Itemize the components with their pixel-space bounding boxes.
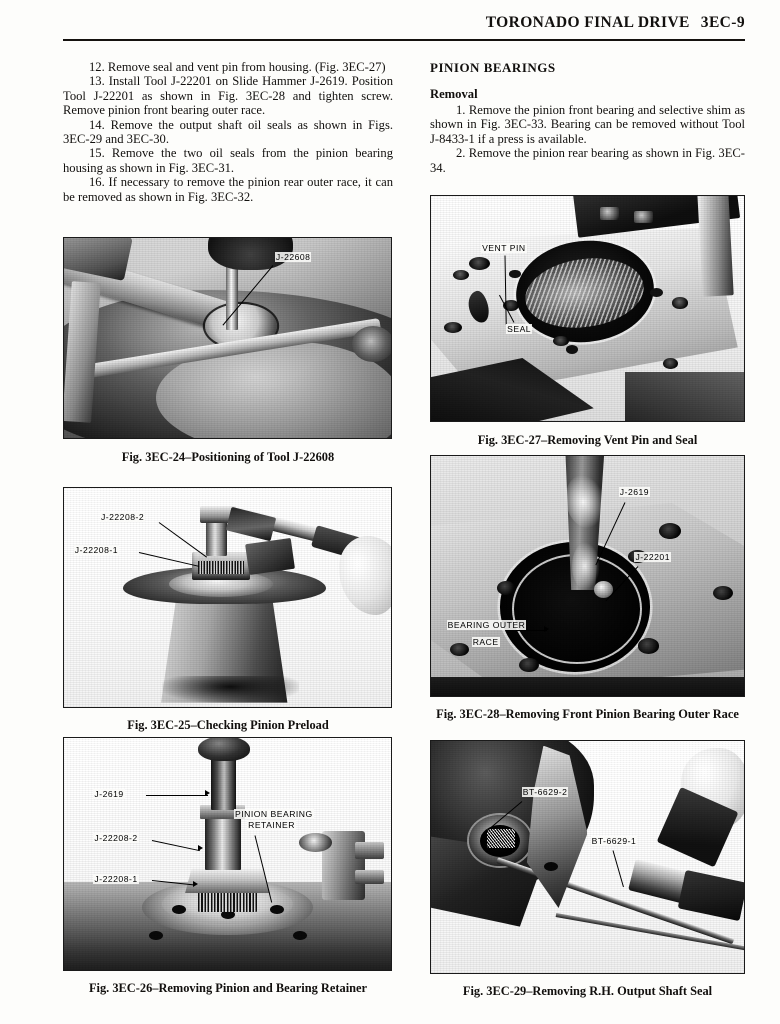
figure-3ec-27-caption: Fig. 3EC-27–Removing Vent Pin and Seal [477,433,698,447]
step-13: 13. Install Tool J-22201 on Slide Hammer… [63,74,393,118]
callout-j-22208-2: J-22208-2 [99,512,146,523]
callout-seal: SEAL [506,324,533,335]
photo-removing-rh-output-shaft-seal [431,741,744,973]
callout-j-2619: J-2619 [618,487,651,498]
page-title: TORONADO FINAL DRIVE 3EC-9 [486,14,745,32]
callout-vent-pin: VENT PIN [481,243,527,254]
callout-bearing-outer: BEARING OUTER [446,620,527,631]
figure-3ec-27-image: VENT PIN SEAL [430,195,745,422]
photo-positioning-tool [64,238,391,438]
leader-line-bearing-outer-race [515,630,547,631]
figure-3ec-25-image: J-22208-2 J-22208-1 [63,487,392,708]
page-header: TORONADO FINAL DRIVE 3EC-9 [63,14,745,44]
figure-3ec-24-image: J-22608 [63,237,392,439]
figure-3ec-25-caption: Fig. 3EC-25–Checking Pinion Preload [127,718,329,732]
figure-3ec-28-caption: Fig. 3EC-28–Removing Front Pinion Bearin… [436,707,739,721]
callout-j-22208-1: J-22208-1 [93,873,139,884]
figure-3ec-24: J-22608 Fig. 3EC-24–Positioning of Tool … [63,237,393,482]
removal-step-2: 2. Remove the pinion rear bearing as sho… [430,146,745,175]
photo-removing-vent-pin-and-seal [431,196,744,421]
callout-j-22208-1: J-22208-1 [73,544,119,555]
step-14: 14. Remove the output shaft oil seals as… [63,117,393,147]
callout-j-22208-2: J-22208-2 [93,833,139,844]
callout-j-2619: J-2619 [93,789,125,800]
figure-3ec-28: J-2619 J-22201 BEARING OUTER RACE Fig. 3… [430,455,745,723]
figure-3ec-28-image: J-2619 J-22201 BEARING OUTER RACE [430,455,745,697]
figure-3ec-25: J-22208-2 J-22208-1 Fig. 3EC-25–Checking… [63,487,393,735]
figure-3ec-26-caption: Fig. 3EC-26–Removing Pinion and Bearing … [88,981,368,995]
photo-removing-pinion-retainer [64,738,391,970]
photo-removing-front-pinion-bearing-outer-race [431,456,744,696]
callout-j-22201: J-22201 [634,552,671,562]
header-divider [63,39,745,42]
page-folio: 3EC-9 [700,14,745,31]
arrowhead-j-22208-1 [193,880,199,887]
figure-3ec-26-image: J-2619 J-22208-2 J-22208-1 PINION BEARIN… [63,737,392,971]
callout-retainer: RETAINER [247,820,296,831]
arrowhead-j-2619 [204,789,210,796]
figure-3ec-29-image: BT-6629-2 BT-6629-1 [430,740,745,974]
arrowhead-j-22208-2 [198,844,204,851]
figure-3ec-29: BT-6629-2 BT-6629-1 Fig. 3EC-29–Removing… [430,740,745,1002]
figure-3ec-29-caption: Fig. 3EC-29–Removing R.H. Output Shaft S… [462,984,713,998]
right-column-body: 1. Remove the pinion front bearing and s… [430,103,745,175]
left-column-body: 12. Remove seal and vent pin from housin… [63,60,393,204]
figure-3ec-27: VENT PIN SEAL Fig. 3EC-27–Removing Vent … [430,195,745,450]
callout-race: RACE [471,637,500,648]
leader-line-j-2619 [145,794,208,796]
section-heading-pinion-bearings: PINION BEARINGS [430,60,556,75]
callout-pinion-bearing: PINION BEARING [234,808,314,819]
callout-bt-6629-2: BT-6629-2 [521,787,569,798]
callout-j-22608: J-22608 [274,252,312,262]
left-column: 12. Remove seal and vent pin from housin… [63,60,393,204]
right-column: PINION BEARINGS Removal 1. Remove the pi… [430,60,745,175]
step-16: 16. If necessary to remove the pinion re… [63,175,393,204]
header-title-text: TORONADO FINAL DRIVE [485,14,690,31]
arrowhead-bearing-outer-race [543,626,549,633]
figure-3ec-24-caption: Fig. 3EC-24–Positioning of Tool J-22608 [121,450,335,464]
sub-heading-removal: Removal [430,87,478,101]
step-12: 12. Remove seal and vent pin from housin… [89,60,386,74]
callout-bt-6629-1: BT-6629-1 [590,836,638,847]
step-15: 15. Remove the two oil seals from the pi… [63,146,393,175]
figure-3ec-26: J-2619 J-22208-2 J-22208-1 PINION BEARIN… [63,737,393,1002]
removal-step-1: 1. Remove the pinion front bearing and s… [430,103,745,146]
